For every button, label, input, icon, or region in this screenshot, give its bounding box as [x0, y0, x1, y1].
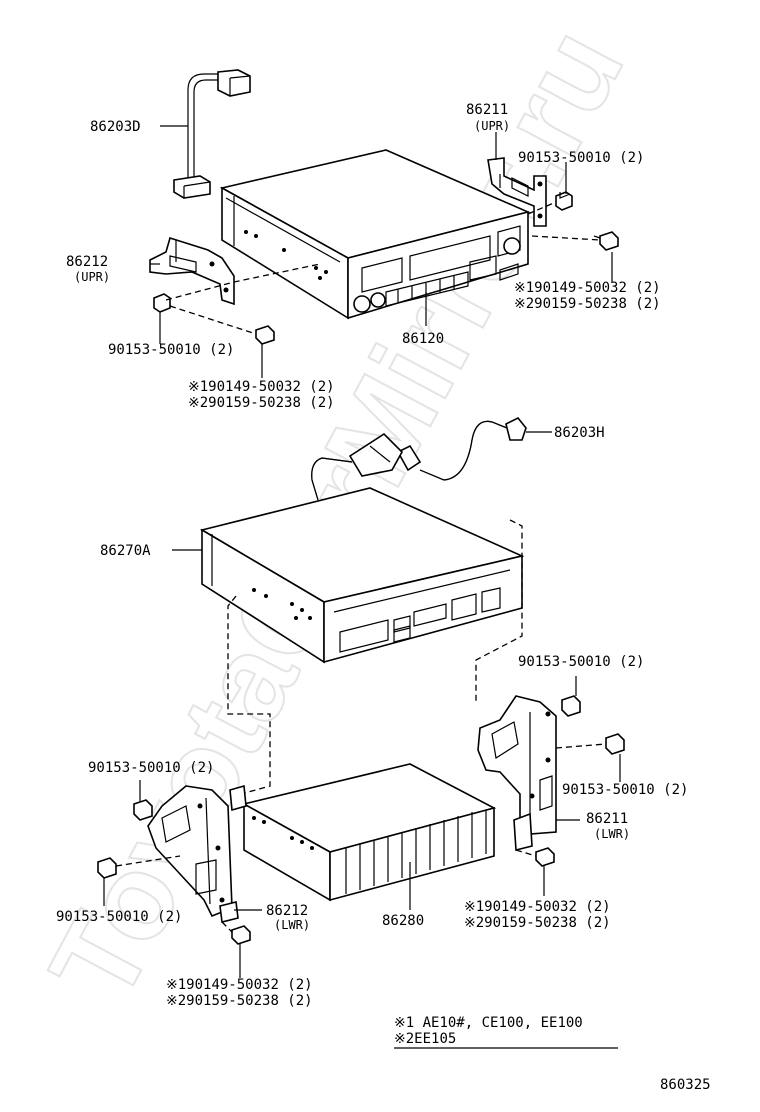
footnote-2: ※2EE105	[394, 1031, 456, 1047]
label-bolt-mid-right-lower: 90153-50010 (2)	[562, 782, 688, 798]
label-bolt-lower-left-top: 90153-50010 (2)	[88, 760, 214, 776]
radio-unit-86120	[219, 149, 531, 320]
label-86120: 86120	[402, 331, 444, 347]
label-upr-1: (UPR)	[474, 119, 510, 133]
unit-86270A	[199, 487, 525, 664]
label-86280: 86280	[382, 913, 424, 929]
antenna-cable-86203H	[311, 416, 527, 501]
label-86212-upper: 86212	[66, 254, 108, 270]
label-screw-lower-right-1: ※190149-50032 (2)	[464, 899, 611, 915]
label-screw-upper-left-2: ※290159-50238 (2)	[188, 395, 335, 411]
bolt-mid-right-top	[561, 695, 581, 717]
label-screw-lower-left-1: ※190149-50032 (2)	[166, 977, 313, 993]
screw-upper-right	[593, 231, 619, 251]
label-bolt-mid-right-top: 90153-50010 (2)	[518, 654, 644, 670]
bracket-86212-upr	[149, 236, 235, 306]
screw-lower-left	[231, 925, 251, 945]
bolt-upper-right	[555, 191, 573, 211]
label-lwr-2: (LWR)	[274, 918, 310, 932]
connector-cable-86203D	[173, 69, 251, 199]
label-86270A: 86270A	[100, 543, 151, 559]
unit-86280	[241, 763, 497, 902]
diagram-id: 860325	[660, 1077, 711, 1093]
label-screw-upper-left-1: ※190149-50032 (2)	[188, 379, 335, 395]
label-lwr-1: (LWR)	[594, 827, 630, 841]
label-86203H: 86203H	[554, 425, 605, 441]
label-upr-2: (UPR)	[74, 270, 110, 284]
bracket-86212-lwr	[147, 784, 247, 923]
bracket-86211-upr	[487, 157, 547, 227]
screw-lower-right	[535, 847, 555, 867]
bolt-lower-left-top	[133, 799, 153, 821]
label-screw-upper-right-1: ※190149-50032 (2)	[514, 280, 661, 296]
label-screw-lower-right-2: ※290159-50238 (2)	[464, 915, 611, 931]
label-screw-lower-left-2: ※290159-50238 (2)	[166, 993, 313, 1009]
footnote-1: ※1 AE10#, CE100, EE100	[394, 1015, 583, 1031]
label-bolt-upper-left: 90153-50010 (2)	[108, 342, 234, 358]
bolt-lower-left	[97, 857, 117, 879]
label-86211-upper: 86211	[466, 102, 508, 118]
label-86212-lower: 86212	[266, 903, 308, 919]
bracket-86211-lwr	[477, 695, 557, 852]
screw-upper-left	[255, 325, 275, 345]
label-screw-upper-right-2: ※290159-50238 (2)	[514, 296, 661, 312]
bolt-upper-left	[153, 293, 171, 313]
label-86211-lower: 86211	[586, 811, 628, 827]
label-86203D: 86203D	[90, 119, 141, 135]
label-bolt-lower-left: 90153-50010 (2)	[56, 909, 182, 925]
label-bolt-upper-right: 90153-50010 (2)	[518, 150, 644, 166]
bolt-mid-right-lower	[605, 733, 625, 755]
